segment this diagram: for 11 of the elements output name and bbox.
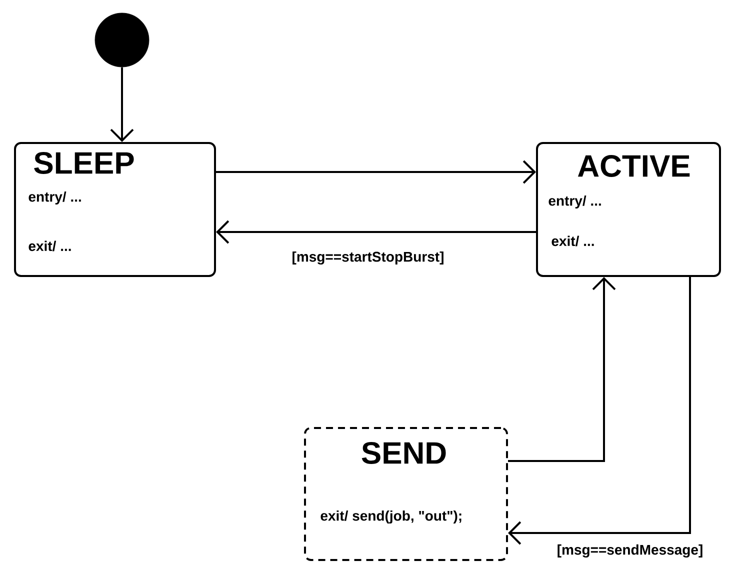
edge-label: [msg==sendMessage] bbox=[556, 543, 704, 559]
arrow bbox=[216, 160, 536, 184]
state-box: SEND exit/ send(job, "out"); bbox=[304, 427, 508, 561]
arrow bbox=[508, 277, 616, 462]
arrow bbox=[508, 277, 691, 545]
initial-state-dot bbox=[94, 12, 150, 68]
state-box: ACTIVE entry/ ... exit/ ... bbox=[536, 142, 721, 277]
arrow bbox=[110, 67, 134, 142]
edge-label: [msg==startStopBurst] bbox=[290, 250, 446, 266]
state-box: SLEEP entry/ ... exit/ ... bbox=[14, 142, 216, 277]
arrow bbox=[216, 220, 536, 244]
